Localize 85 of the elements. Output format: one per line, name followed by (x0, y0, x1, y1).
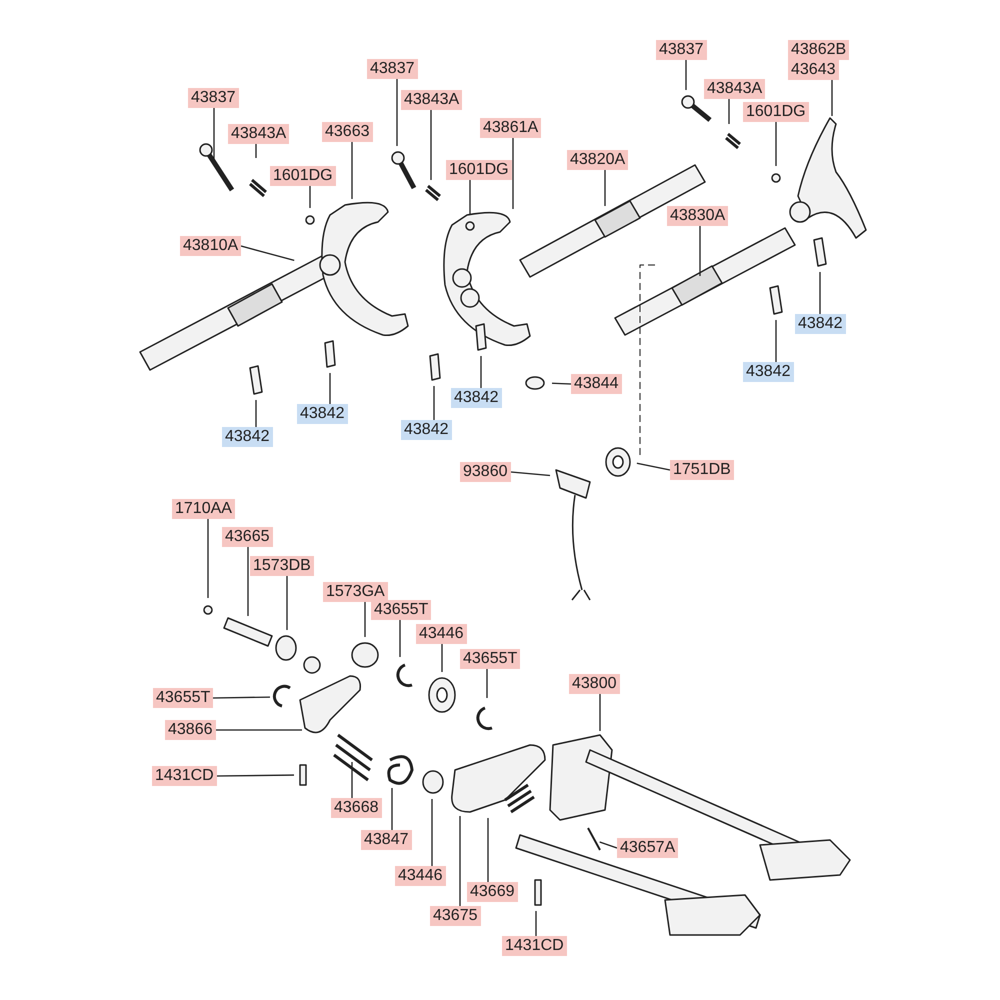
leader-line (599, 694, 601, 731)
leader-line (469, 180, 471, 214)
part-number-label: 43643 (788, 60, 838, 80)
part-number-label: 1573DB (250, 556, 314, 576)
part-number-label: 43843A (704, 79, 766, 99)
leader-line (486, 669, 488, 698)
part-number-label: 43830A (667, 206, 728, 226)
leader-line (535, 911, 537, 936)
leader-line (212, 696, 270, 699)
part-number-label: 43843A (401, 90, 462, 110)
part-number-label: 1601DG (446, 160, 512, 180)
part-number-label: 43657A (617, 838, 678, 858)
part-number-label: 1710AA (172, 499, 235, 519)
leader-line (487, 818, 489, 882)
leader-line (364, 602, 366, 637)
part-number-label: 43655T (153, 688, 214, 708)
leader-line (604, 170, 606, 206)
leader-line (430, 110, 432, 180)
leader-line (247, 547, 249, 616)
part-number-label: 43668 (331, 798, 382, 818)
leader-line (480, 356, 482, 388)
part-number-label: 43663 (322, 122, 372, 142)
leader-line (255, 144, 257, 158)
part-number-label: 43655T (371, 600, 432, 620)
part-number-label: 43675 (430, 906, 480, 926)
leader-line (552, 382, 572, 385)
part-number-label: 43843A (228, 124, 290, 144)
part-number-label: 43842 (743, 362, 794, 382)
part-number-label: 43810A (180, 236, 242, 256)
part-number-label: 43847 (361, 830, 412, 850)
part-number-label: 43842 (401, 420, 452, 440)
leader-line (510, 471, 550, 476)
leader-line (217, 774, 294, 777)
part-number-label: 43837 (367, 59, 418, 79)
part-number-label: 43837 (188, 88, 238, 108)
part-number-label: 43842 (795, 314, 846, 334)
leader-line (351, 142, 353, 199)
leader-line (216, 729, 302, 731)
leader-line (329, 373, 331, 404)
part-number-label: 43665 (222, 527, 272, 547)
part-number-label: 43842 (222, 427, 272, 447)
part-number-label: 43844 (571, 374, 622, 394)
part-number-label: 1601DG (743, 102, 809, 122)
part-number-label: 1751DB (670, 460, 734, 480)
leader-line (599, 841, 618, 849)
leader-line (728, 99, 730, 124)
part-number-label: 1431CD (152, 766, 217, 786)
leader-line (431, 799, 433, 866)
leader-line (207, 519, 209, 598)
leader-line (255, 400, 257, 427)
leader-line (831, 80, 833, 116)
part-number-label: 43446 (416, 624, 466, 644)
part-number-label: 43820A (567, 150, 628, 170)
leader-line (240, 245, 294, 262)
part-number-label: 43655T (460, 649, 520, 669)
leader-line (441, 644, 443, 672)
part-number-label: 43861A (480, 118, 542, 138)
leader-line (775, 122, 777, 166)
leader-line (685, 60, 687, 90)
leader-line (433, 386, 435, 420)
part-number-label: 43866 (165, 720, 216, 740)
leader-line (512, 138, 514, 209)
leader-line (351, 762, 353, 798)
part-number-label: 43669 (467, 882, 518, 902)
leader-line (636, 462, 670, 471)
leader-line (459, 816, 461, 906)
part-number-label: 1601DG (270, 166, 336, 186)
part-number-label: 43446 (395, 866, 446, 886)
part-number-label: 43842 (297, 404, 348, 424)
leader-line (399, 620, 401, 657)
part-number-label: 1573GA (323, 582, 388, 602)
part-number-label: 43862B (788, 40, 850, 60)
leader-line (775, 320, 777, 362)
leader-line (309, 186, 311, 208)
leader-line (819, 272, 821, 314)
leader-line (699, 226, 701, 276)
leader-line (396, 79, 398, 146)
leader-line (286, 576, 288, 630)
part-number-label: 93860 (460, 462, 510, 482)
part-number-label: 43842 (451, 388, 502, 408)
part-number-label: 43837 (656, 40, 706, 60)
part-number-label: 1431CD (502, 936, 567, 956)
leader-line (213, 108, 215, 160)
leader-line (391, 788, 393, 830)
part-number-label: 43800 (569, 674, 620, 694)
